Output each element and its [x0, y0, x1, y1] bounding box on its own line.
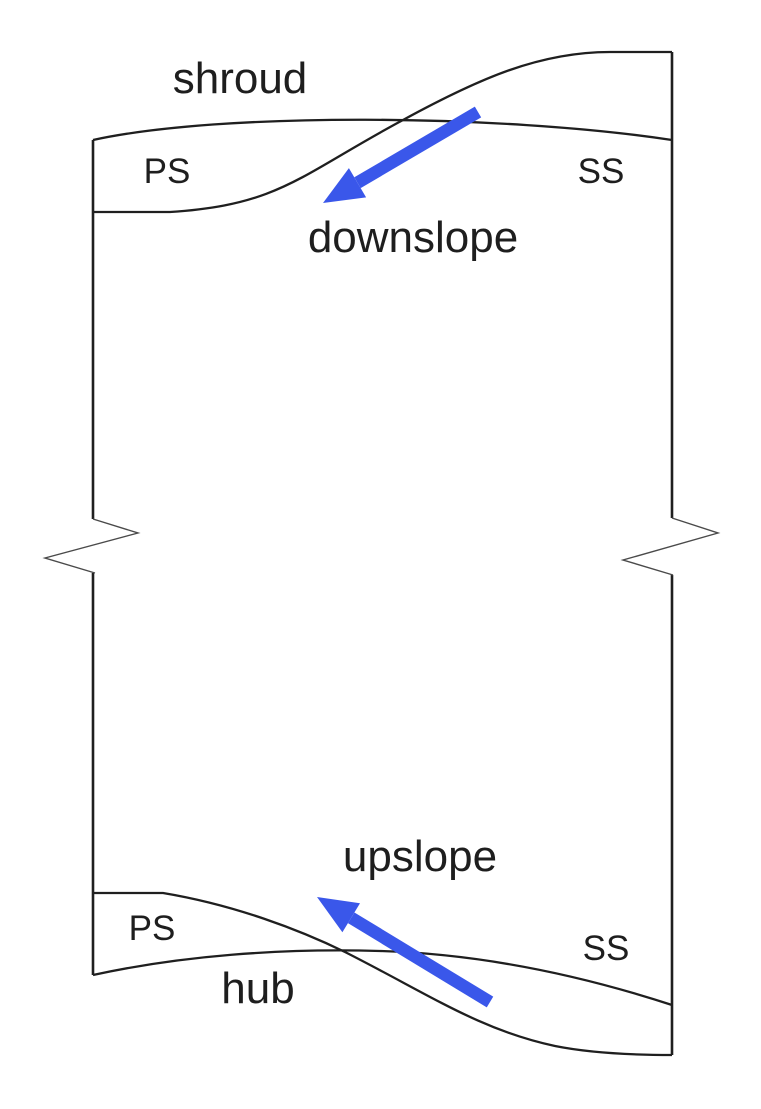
downslope-arrow-shaft	[354, 106, 482, 189]
ss-hub-label: SS	[583, 929, 630, 968]
shroud-label: shroud	[173, 54, 308, 103]
upslope-label: upslope	[343, 832, 497, 881]
left-break-mark-icon	[42, 518, 141, 574]
upslope-arrowhead-icon	[317, 897, 360, 933]
right-break-mark-icon	[620, 517, 721, 576]
hub-label: hub	[221, 964, 294, 1013]
downslope-label: downslope	[308, 213, 518, 262]
hub-contour-line	[92, 949, 673, 1007]
upslope-arrow	[317, 897, 494, 1008]
hub-blade-profile-curve	[93, 891, 673, 1057]
upslope-arrow-shaft	[347, 912, 494, 1008]
downslope-arrowhead-icon	[323, 168, 367, 203]
ps-shroud-label: PS	[144, 152, 191, 191]
ps-hub-label: PS	[129, 909, 176, 948]
ss-shroud-label: SS	[578, 152, 625, 191]
downslope-arrow	[323, 106, 482, 203]
shroud-blade-profile-curve	[93, 50, 672, 214]
shroud-contour-line	[92, 118, 673, 142]
